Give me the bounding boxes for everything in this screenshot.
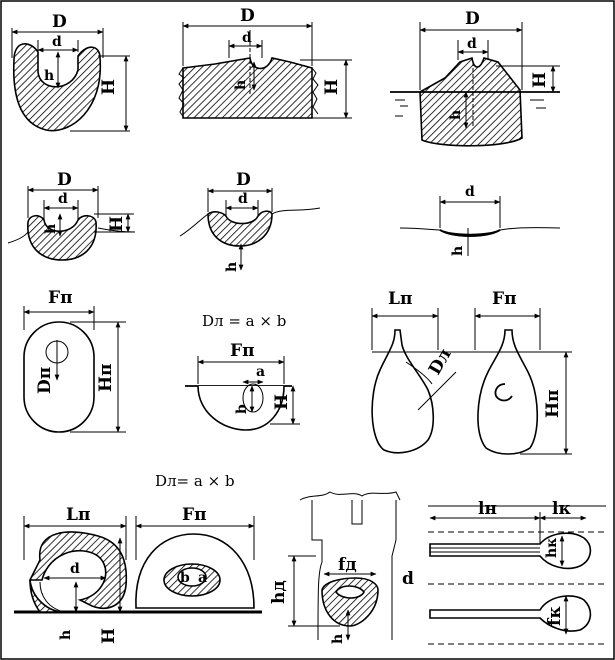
label-Dl: Dл: [425, 345, 456, 378]
label-h: h: [330, 634, 346, 644]
label-b: b: [180, 570, 190, 586]
label-h: h: [224, 262, 240, 272]
drop-side-outline: [371, 329, 435, 454]
post: [351, 500, 363, 525]
panel-11-trench: hд fд h d: [269, 491, 414, 644]
label-fd: fд: [338, 555, 357, 575]
ground-line: [399, 227, 561, 231]
horseshoe-top: [28, 531, 128, 609]
label-D: D: [465, 9, 480, 29]
label-Hp: Hп: [543, 389, 563, 418]
label-D: D: [57, 170, 72, 190]
surface-rough: [299, 491, 401, 501]
panel-12-tubes: lн lк hк fк: [428, 499, 606, 645]
label-D: D: [240, 6, 255, 26]
label-h: h: [233, 80, 249, 90]
formula-Dl-8: Dл = a × b: [202, 312, 286, 330]
label-D: D: [236, 170, 251, 190]
label-hd: hд: [269, 580, 289, 604]
label-d: d: [402, 569, 414, 589]
panel-10-horseshoe: Dл= a × b Lп d h H Fп b a: [14, 472, 262, 644]
panel-9-drops: Lп Dл Fп Hп: [371, 289, 572, 455]
label-h: h: [448, 110, 464, 120]
label-H: H: [272, 394, 292, 410]
label-d: d: [58, 191, 68, 207]
label-lk: lк: [552, 499, 571, 519]
label-h: h: [43, 224, 59, 234]
trench-pocket: [321, 577, 379, 627]
label-a: a: [256, 364, 265, 380]
label-Lp: Lп: [388, 289, 412, 309]
label-H: H: [107, 216, 127, 232]
panel-7-spot: Fп Dп Hп: [23, 288, 126, 433]
water-ripples: [395, 99, 546, 117]
panel-3-crater: D d h H: [390, 9, 560, 147]
inner-curve: [39, 581, 65, 613]
label-fk: fк: [545, 606, 565, 626]
label-H: H: [322, 79, 342, 95]
panel-6-depression: d h: [399, 184, 561, 256]
label-H: H: [99, 79, 119, 95]
panel-1-crater: D d h H: [11, 12, 130, 132]
label-a: a: [198, 570, 207, 586]
crater-body: [27, 214, 97, 261]
pocket-gap: [335, 585, 365, 599]
panel-8-section: Dл = a × b Fп a b H: [185, 312, 300, 431]
tube-bulge-2: [429, 595, 592, 632]
label-h: h: [450, 246, 466, 256]
panel-5-crater: D d h: [179, 170, 321, 272]
drop-side-stem: [405, 361, 433, 385]
label-H: H: [530, 72, 550, 88]
label-Hp: Hп: [96, 363, 116, 392]
label-Dp: Dп: [35, 367, 55, 394]
label-Lp: Lп: [66, 505, 90, 525]
ground-line: [179, 207, 321, 237]
panel-4-crater: D d h H: [7, 170, 136, 261]
rough-edges: [178, 67, 319, 119]
label-b: b: [234, 404, 250, 414]
drop-front-mark: [494, 383, 513, 402]
trench-walls: [311, 500, 397, 641]
panel-2-crater: D d h H: [178, 6, 352, 119]
tube-stripes-1: [430, 547, 540, 553]
crater-body: [207, 210, 273, 247]
label-d: d: [467, 36, 477, 52]
depression-curve: [439, 229, 501, 237]
label-Fp: Fп: [48, 288, 73, 308]
label-D: D: [52, 12, 67, 32]
drop-front-outline: [477, 329, 539, 455]
crater-block-underwater: [419, 56, 523, 147]
horseshoe-bottom: [29, 579, 65, 613]
label-h: h: [44, 68, 54, 84]
label-H: H: [99, 628, 119, 644]
label-d: d: [70, 561, 80, 577]
label-hk: hк: [544, 538, 560, 558]
label-ln: lн: [478, 499, 497, 519]
tube-bulge-1: [429, 532, 592, 570]
dim-Dl-9: [417, 371, 457, 411]
formula-Dl-10: Dл= a × b: [155, 472, 235, 490]
dome-core: [177, 567, 207, 587]
label-h: h: [58, 630, 74, 640]
label-d: d: [242, 30, 252, 46]
label-d: d: [52, 34, 62, 50]
label-Fp: Fп: [182, 505, 207, 525]
label-d: d: [238, 191, 248, 207]
label-Fp: Fп: [492, 289, 517, 309]
label-Fp: Fп: [230, 341, 255, 361]
label-d: d: [465, 184, 475, 200]
crater-body: [12, 43, 101, 132]
